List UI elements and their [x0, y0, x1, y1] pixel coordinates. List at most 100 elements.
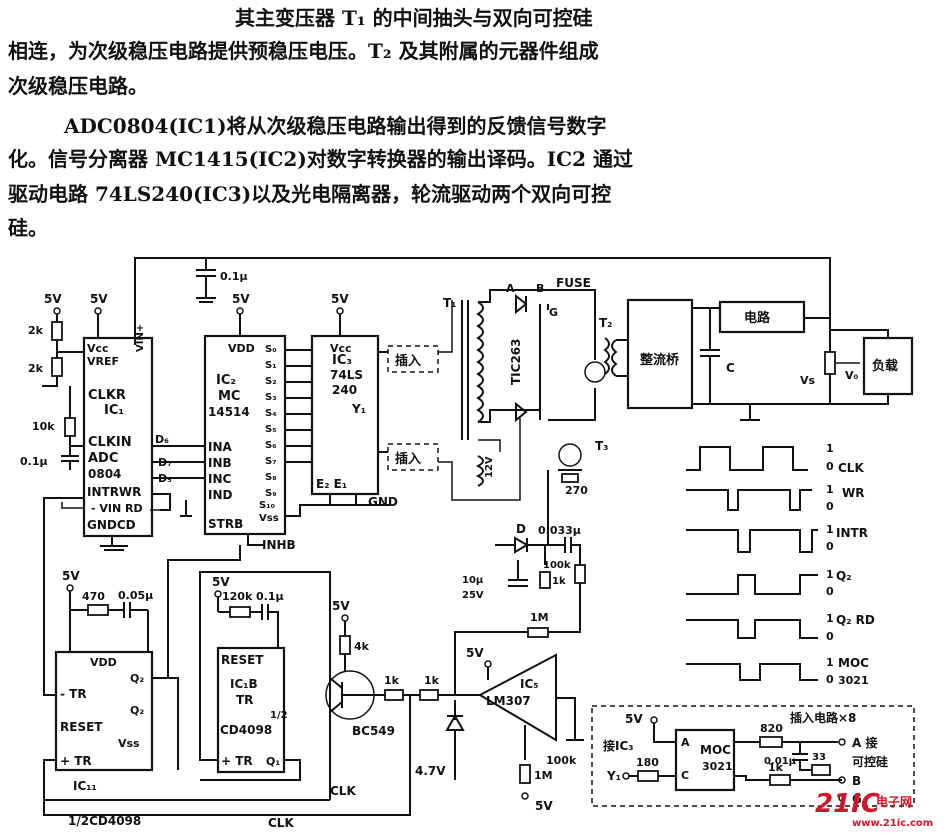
wf-clk-label: CLK [838, 461, 864, 475]
waveform-intr [686, 529, 818, 553]
waveform-clk [686, 446, 808, 471]
timing-diagram: 1 0 CLK 1 0 WR 1 0 INTR 1 0 Q₂ 1 0 Q₂ RD… [686, 442, 875, 687]
para-line-5: 化。信号分离器 MC1415(IC2)对数字转换器的输出译码。IC2 通过 [8, 147, 633, 171]
load-box [862, 336, 914, 396]
top-cap-label: 0.1μ [220, 270, 248, 283]
ic2-ina: INA [208, 440, 233, 454]
ic1b-cd4098-label: CD4098 [220, 723, 272, 737]
wf-q2-0: 0 [826, 585, 834, 598]
d5-label: D₅ [158, 472, 172, 485]
para-line-4: ADC0804(IC1)将从次级稳压电路输出得到的反馈信号数字 [64, 114, 607, 138]
ic1b-label: IC₁B [230, 677, 258, 691]
ic5-bottom-5v: 5V [535, 799, 553, 813]
ic2-s9: S₉ [265, 488, 277, 499]
ic2-area: 5V VDD IC₂ MC 14514 INA INB INC IND STRB… [180, 292, 390, 552]
wf-3021-label: 3021 [838, 674, 869, 687]
watermark-logo: 21IC [815, 789, 880, 819]
wf-intr-label: INTR [836, 526, 868, 540]
ic1-adc0804 [82, 336, 154, 538]
wf-q2-label: Q₂ [836, 569, 851, 583]
gnd-label: GND [368, 495, 398, 509]
wf-moc-1: 1 [826, 656, 834, 669]
r4k-label: 4k [354, 640, 370, 653]
regulator-circuit [718, 300, 806, 334]
waveform-wr [686, 489, 812, 511]
wf-intr-1: 1 [826, 523, 834, 536]
t3-label: T₃ [595, 439, 608, 453]
d7-label: D₇ [158, 456, 172, 469]
ic1b-q1: Q₁ [266, 755, 280, 768]
r470-label: 470 [82, 590, 105, 603]
r100k2-label: 100k [546, 754, 577, 767]
watermark-url: www.21ic.com [852, 818, 933, 829]
out-b-label: B [852, 774, 861, 788]
ic1-vin-rd: - VIN RD [91, 502, 143, 515]
ic2-ind: IND [208, 488, 233, 502]
ic2-s1: S₁ [265, 360, 277, 371]
ic2-vdd: VDD [228, 342, 255, 355]
ic3-240: 240 [332, 383, 357, 397]
ic1-gnd-cd: GNDCD [87, 518, 136, 532]
r120k-label: 120k [222, 590, 253, 603]
ic1a-q2bar: Q₂ [130, 704, 144, 717]
to-scr-b: 可控硅 [852, 754, 888, 769]
feedback-section: T₃ 270 D 0.033μ 100k 1k 10μ 25V 1M IC₅ L… [415, 439, 608, 813]
ic2-14514: 14514 [208, 405, 250, 419]
ic1-vref: VREF [87, 355, 119, 368]
waveform-q2 [686, 574, 818, 595]
ic1b-reset: RESET [221, 653, 264, 667]
ic2-s7: S₇ [265, 456, 277, 467]
r1k-next: 1k [424, 674, 440, 687]
ic1-left-5v: 5V [44, 292, 62, 306]
v0-label: V₀ [845, 369, 859, 382]
moc-name: MOC [700, 743, 731, 757]
zener-label: 4.7V [415, 764, 446, 778]
cap-c-label: C [726, 361, 735, 375]
ic3-e: E₂ E₁ [316, 477, 347, 491]
ic2-s5: S₅ [265, 424, 277, 435]
load-label: 负载 [872, 358, 898, 374]
node-a: A [506, 282, 515, 295]
insert-circuit-box [591, 705, 915, 807]
ic2-inb: INB [208, 456, 232, 470]
ic1a-area: 5V 470 0.05μ VDD Q₂ - TR Q₂ RESET Vss + … [43, 497, 411, 828]
r180-label: 180 [636, 756, 659, 769]
ic3-5v: 5V [331, 292, 349, 306]
wf-clk-0: 0 [826, 460, 834, 473]
ic2-s10: S₁₀ [259, 500, 275, 511]
para-line-7: 硅。 [8, 216, 48, 240]
lm307-label: LM307 [486, 694, 531, 708]
ic1-clkin: CLKIN [88, 435, 132, 450]
ic2-s0: S₀ [265, 344, 277, 355]
ic2-s3: S₃ [265, 392, 277, 403]
ic1-vcc: Vcc [87, 342, 109, 355]
r2k-b: 2k [28, 362, 44, 375]
ic1-intr-wr: INTRWR [87, 485, 141, 499]
ic2-name: IC₂ [216, 373, 236, 388]
wf-wr-1: 1 [826, 483, 834, 496]
ic1a-tr-pos: + TR [60, 754, 92, 768]
rectifier-label: 整流桥 [639, 352, 680, 368]
vs-label: Vs [800, 374, 816, 387]
ic2-inc: INC [208, 472, 232, 486]
ic1-adc: ADC [88, 451, 118, 466]
r1m-label: 1M [530, 611, 549, 624]
circuit-label: 电路 [744, 310, 771, 326]
moc-3021: 3021 [702, 760, 733, 773]
wf-q2rd-label: Q₂ RD [836, 613, 875, 627]
ic1a-cd4098 [54, 650, 154, 772]
insert-5v: 5V [625, 712, 643, 726]
cd-a-label: 1/2CD4098 [68, 814, 141, 828]
ic1b-5v: 5V [212, 575, 230, 589]
d6-label: D₆ [155, 433, 169, 446]
r1m2-label: 1M [534, 769, 553, 782]
para-line-6: 驱动电路 74LS240(IC3)以及光电隔离器，轮流驱动两个双向可控 [8, 182, 612, 206]
r33-label: 33 [812, 752, 826, 763]
y1-label: Y₁ [606, 769, 621, 783]
node-g: G [549, 306, 558, 319]
t1-label: T₁ [443, 296, 456, 310]
wf-moc-label: MOC [838, 656, 869, 670]
c10u-label: 10μ [462, 575, 484, 586]
wf-q2rd-0: 0 [826, 630, 834, 643]
